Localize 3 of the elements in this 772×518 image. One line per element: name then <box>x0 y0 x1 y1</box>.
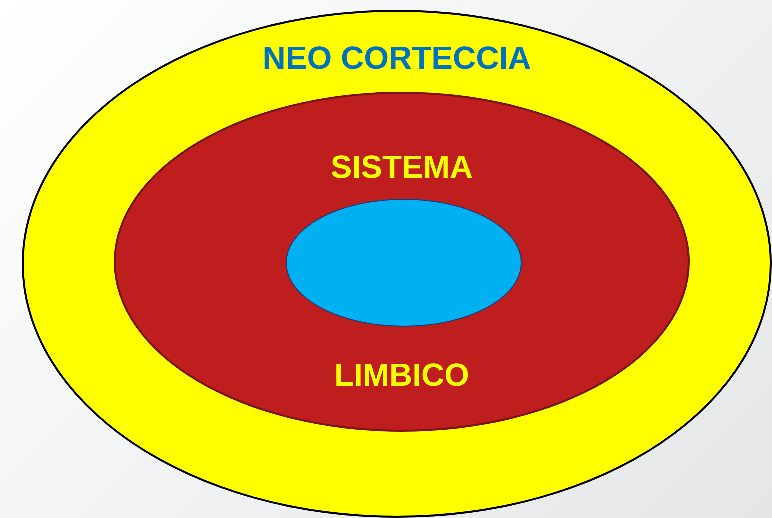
region-label: NEO CORTECCIA <box>262 40 532 76</box>
region-label: LIMBICO <box>334 357 470 393</box>
region-label: SISTEMA <box>330 149 474 185</box>
